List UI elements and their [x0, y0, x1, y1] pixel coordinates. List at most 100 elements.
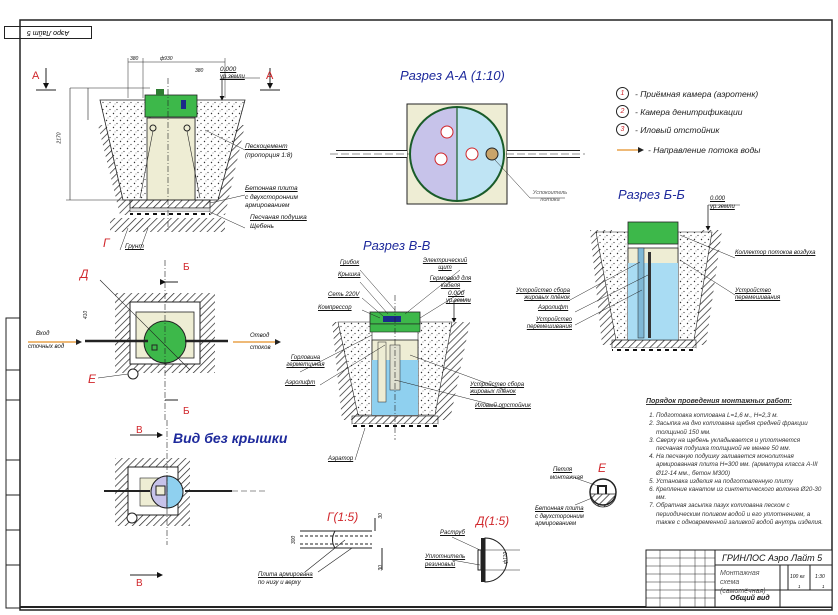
title-block-product: ГРИНЛОС Аэро Лайт 5	[722, 553, 823, 563]
title-block-sheets: 1	[822, 584, 825, 589]
title-block-view: Общий вид	[730, 595, 770, 602]
section-bb-title: Разрез Б-Б	[618, 187, 685, 202]
callout-concrete-slab: Бетонная плита	[245, 185, 298, 192]
detail-g-title: Г(1:5)	[327, 510, 359, 524]
callout-flow-calmer: Успокоитель потока	[532, 190, 568, 203]
callout-air-collector: Коллектор потоков воздуха	[735, 250, 816, 256]
dim-930: ф930	[160, 56, 173, 62]
note-item: Установка изделия на подготовленную плит…	[656, 478, 824, 486]
section-mark-b-bottom: Б	[183, 406, 190, 417]
detail-g-dim-mid: 300	[291, 535, 298, 545]
title-block-scale: 1:30	[815, 574, 825, 580]
chamber-2-icon: 2	[616, 105, 629, 118]
note-item: Крепление канатом из синтетического воло…	[656, 486, 824, 502]
legend-item-1: 1 - Приёмная камера (аэротенк)	[616, 87, 758, 100]
outlet-label-1: Отвод	[250, 333, 270, 339]
section-aa-title: Разрез А-А (1:10)	[400, 68, 505, 83]
legend-item-2-text: - Камера денитрификации	[635, 106, 743, 117]
callout-fat-collector-vv: Устройство сбора жировых плёнок	[470, 382, 525, 395]
level-value-bb: 0.000	[710, 196, 726, 202]
callout-cable-gland: Гермоввод для кабеля	[429, 276, 472, 289]
callout-power: Сеть 220V	[328, 292, 360, 298]
legend-flow: - Направление потока воды	[648, 145, 760, 155]
ground-label: Грунт	[125, 243, 144, 250]
callout-mixing-right: Устройство перемешивания	[735, 288, 781, 301]
callout-sealed-neck: Горловина герметичная	[286, 355, 325, 368]
legend-item-1-text: - Приёмная камера (аэротенк)	[635, 88, 759, 99]
inlet-label-2: сточных вод	[28, 344, 65, 350]
section-mark-v-bottom: В	[136, 578, 143, 589]
legend-item-3-text: - Иловый отстойник	[635, 124, 720, 135]
section-bb-drawing	[569, 204, 740, 352]
section-top-drawing	[36, 58, 280, 251]
detail-d-callout-socket: Раструб	[440, 530, 465, 536]
chamber-1-icon: 1	[616, 87, 629, 100]
callout-sand-cushion: Песчаная подушка	[250, 214, 307, 221]
callout-compressor: Компрессор	[318, 305, 352, 311]
plan-view-drawing	[28, 260, 281, 420]
detail-g-callout-2: по низу и верху	[258, 580, 301, 586]
detail-e-callout-slab-1: Бетонная плита	[535, 506, 584, 512]
detail-g-dim-bottom: 30	[377, 565, 384, 571]
detail-e-callout-loop-2: монтажная	[550, 475, 583, 481]
callout-mixing-left: Устройство перемешивания	[526, 317, 572, 330]
section-mark-a-right: А	[266, 70, 274, 82]
note-item: Сверху на щебень укладывается и уплотняе…	[656, 437, 824, 453]
level-label-vv: ур.земли	[446, 298, 471, 304]
callout-aerator: Аэратор	[328, 456, 354, 462]
level-label-top: ур.земли	[220, 74, 245, 80]
dim-2170: 2170	[56, 132, 63, 144]
view-no-lid-drawing	[104, 420, 265, 578]
installation-notes: Порядок проведения монтажных работ: Подг…	[646, 398, 824, 527]
callout-mushroom: Грибок	[340, 260, 360, 266]
detail-mark-e: Е	[88, 372, 97, 386]
detail-e-callout-loop-1: Петля	[553, 467, 573, 473]
view-no-lid-title: Вид без крышки	[173, 430, 288, 446]
callout-sand-cement: Пескоцемент	[245, 143, 288, 150]
title-block-doc-type: Монтажная схема (самотёчная)	[720, 570, 766, 595]
notes-list: Подготовка котлована L=1,6 м., H=2,3 м. …	[646, 412, 824, 527]
title-block-mass: 100 кг	[790, 574, 805, 580]
legend-item-2: 2 - Камера денитрификации	[616, 105, 742, 118]
title-block-drawing	[645, 549, 833, 608]
note-item: Засыпка на дно котлована щебня средней ф…	[656, 420, 824, 436]
detail-e-callout-slab-2: с двухсторонним армированием	[535, 514, 584, 527]
level-label-bb: ур.земли	[710, 204, 735, 210]
detail-d-dim: ф110	[503, 551, 510, 565]
note-item: Подготовка котлована L=1,6 м., H=2,3 м.	[656, 412, 824, 420]
sheet-stamp: Аэро Лайт 5	[4, 26, 92, 39]
callout-sand-cement-sub: (пропорция 1:8)	[245, 152, 293, 159]
callout-electrical-panel: Электрический щит	[422, 258, 468, 271]
dim-410: 410	[83, 310, 90, 320]
detail-d-callout-seal: Уплотнитель резиновый	[425, 554, 466, 568]
dim-380-left: 380	[130, 56, 139, 62]
note-item: На песчаную подушку заливается монолитна…	[656, 453, 824, 478]
callout-lid: Крышка	[338, 272, 361, 278]
sheet-frame	[19, 19, 833, 611]
dim-380-right: 380	[195, 68, 204, 74]
detail-d-title: Д(1:5)	[476, 514, 510, 528]
detail-g-drawing	[300, 518, 383, 573]
callout-airlift-bb: Аэролифт	[538, 305, 569, 311]
detail-g-dim-top: 30	[377, 513, 384, 519]
detail-g-callout-1: Плита армирована	[258, 572, 313, 578]
level-value-top: 0.000	[220, 66, 237, 73]
section-vv-title: Разрез В-В	[363, 238, 431, 253]
level-value-vv: 0.000	[448, 290, 465, 297]
outlet-label-2: стоков	[250, 345, 271, 351]
section-mark-v-top: В	[136, 425, 143, 436]
callout-airlift-vv: Аэролифт	[285, 380, 316, 386]
title-block-sheet: 1	[798, 584, 801, 589]
legend-flow-text: - Направление потока воды	[648, 145, 761, 155]
section-vv-drawing	[299, 269, 506, 461]
section-aa-drawing	[330, 103, 585, 205]
detail-mark-g: Г	[103, 236, 110, 250]
notes-title: Порядок проведения монтажных работ:	[646, 398, 792, 405]
legend-item-3: 3 - Иловый отстойник	[616, 123, 719, 136]
inlet-label-1: Вход	[36, 331, 50, 337]
callout-fat-collector-bb: Устройство сбора жировых плёнок	[515, 288, 570, 301]
callout-concrete-slab-sub: с двухсторонним армированием	[245, 194, 298, 209]
section-mark-a-left: А	[32, 70, 40, 82]
